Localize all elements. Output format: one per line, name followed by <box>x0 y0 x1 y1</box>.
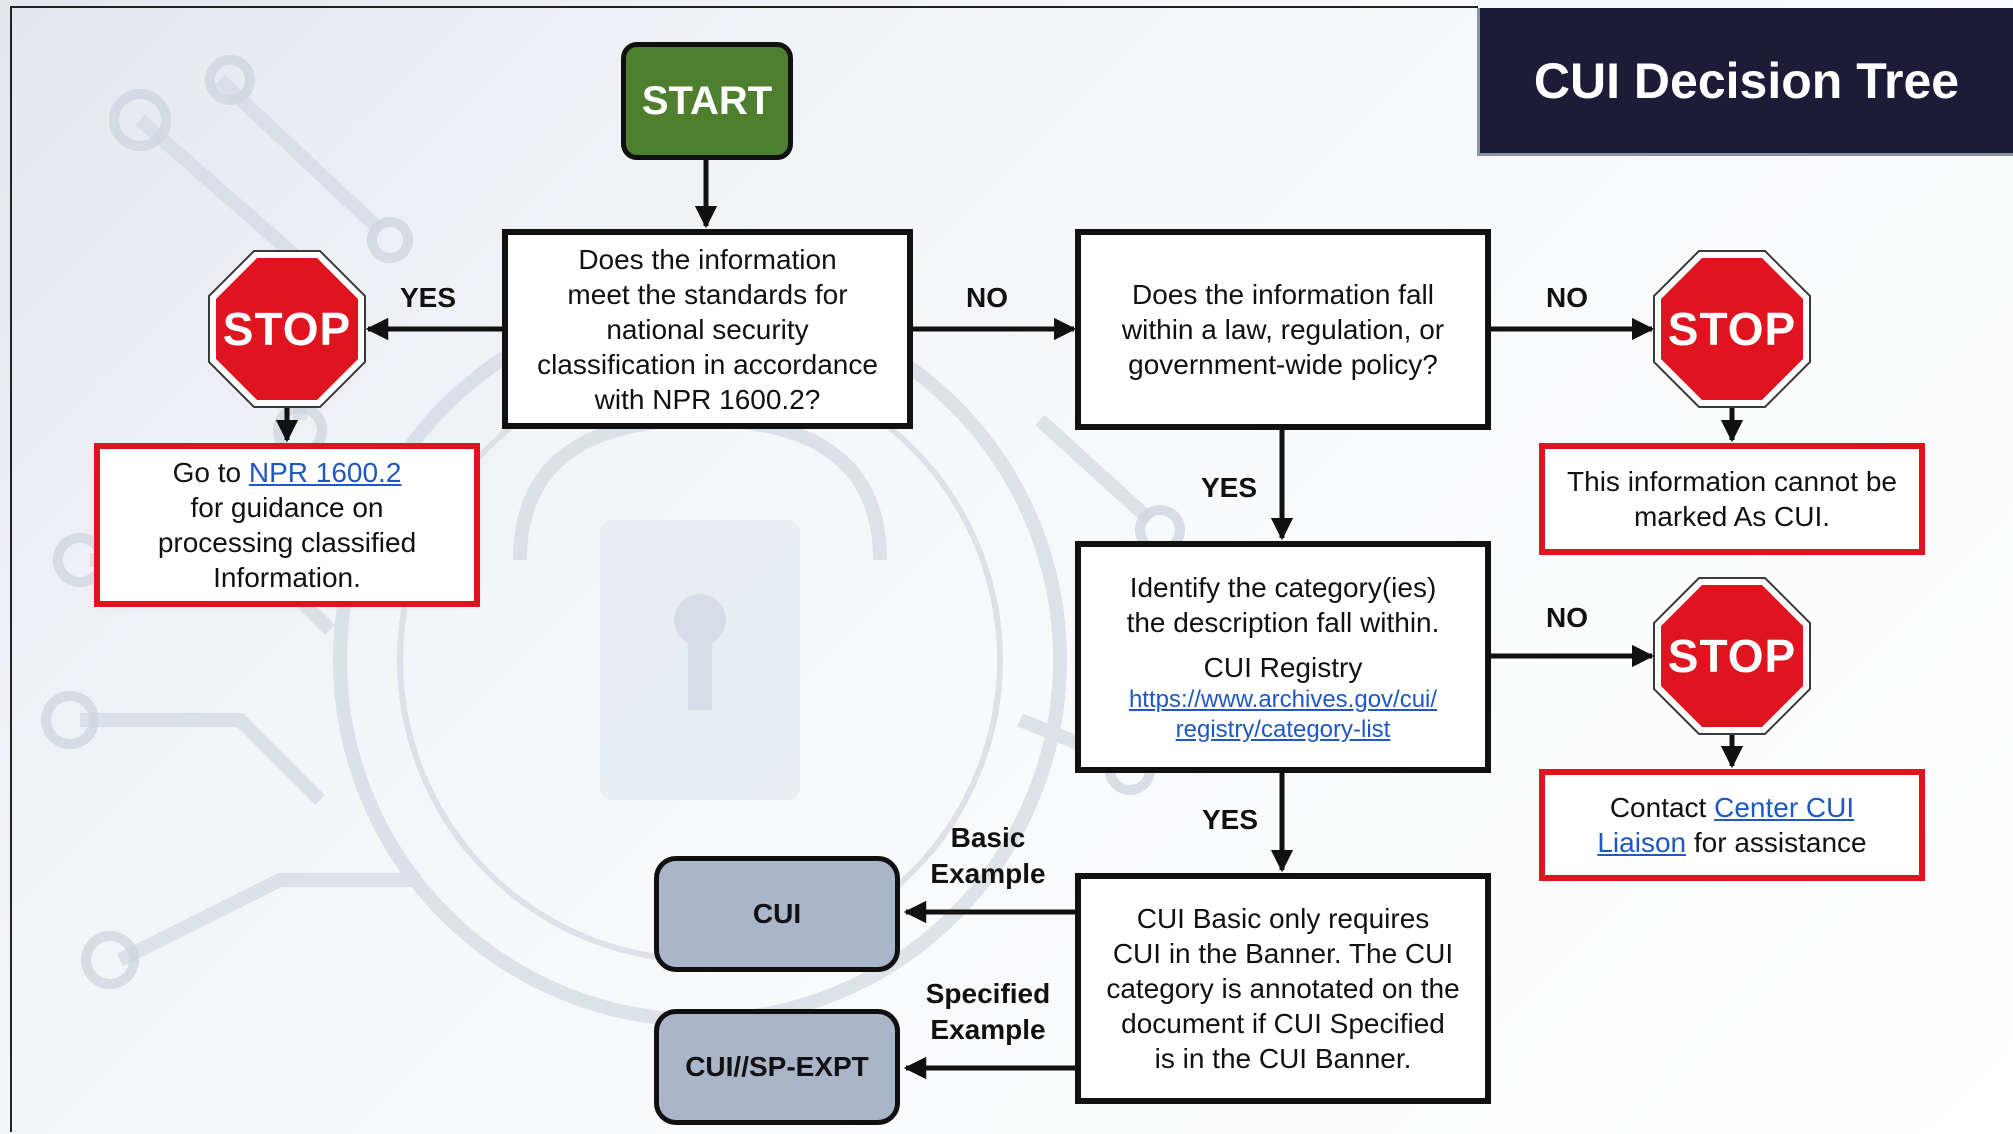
start-node: START <box>621 42 793 160</box>
edge-label-no-category: NO <box>1546 602 1588 633</box>
stop-sign-not-law: STOP <box>1652 249 1812 409</box>
question-line: with NPR 1600.2? <box>594 383 821 415</box>
question-law-regulation: Does the information fall within a law, … <box>1075 229 1491 430</box>
stop-octagon-icon <box>1653 577 1811 735</box>
npr-prefix: Go to <box>172 457 249 488</box>
cui-registry-link[interactable]: https://www.archives.gov/cui/ <box>1128 685 1438 713</box>
title-banner: CUI Decision Tree <box>1477 8 2013 156</box>
npr-line: for guidance on <box>190 492 384 523</box>
not-cui-line: This information cannot be <box>1567 466 1897 497</box>
center-cui-liaison-link[interactable]: Center CUI <box>1714 792 1855 823</box>
identify-category-box: Identify the category(ies) the descripti… <box>1075 541 1491 773</box>
contact-suffix: for assistance <box>1686 827 1867 858</box>
contact-second-line: Liaison for assistance <box>1597 825 1866 860</box>
cui-registry-link[interactable]: registry/category-list <box>1175 715 1391 743</box>
edge-label-yes-category: YES <box>1202 804 1259 835</box>
category-line: Identify the category(ies) <box>1129 571 1437 603</box>
contact-first-line: Contact Center CUI <box>1610 790 1854 825</box>
page-title: CUI Decision Tree <box>1533 52 1960 109</box>
stop-label: STOP <box>1667 630 1797 682</box>
slide-top-border <box>10 6 1478 8</box>
specified-label-line: Example <box>930 1014 1046 1045</box>
question-line: classification in accordance <box>537 348 878 380</box>
cui-outcome-label: CUI <box>752 898 802 929</box>
stop-sign-no-category: STOP <box>1652 576 1812 736</box>
npr-line: processing classified <box>157 527 417 558</box>
cui-sp-expt-outcome: CUI//SP-EXPT <box>654 1009 900 1125</box>
info-line: category is annotated on the <box>1106 973 1460 1004</box>
info-line: document if CUI Specified <box>1121 1008 1445 1039</box>
edge-label-specified-example: Specified Example <box>918 976 1058 1048</box>
stop-octagon-icon <box>1653 250 1811 408</box>
edge-label-basic-example: Basic Example <box>918 820 1058 892</box>
not-cui-box: This information cannot be marked As CUI… <box>1539 443 1925 555</box>
not-cui-line: marked As CUI. <box>1633 501 1831 532</box>
question-line: national security <box>606 313 809 345</box>
slide-left-border <box>10 6 12 1132</box>
edge-label-yes-law: YES <box>1201 472 1258 503</box>
question-line: Does the information <box>578 243 837 275</box>
stop-label: STOP <box>222 303 352 355</box>
edge-label-no-law: NO <box>1546 282 1588 313</box>
info-line: is in the CUI Banner. <box>1154 1043 1412 1074</box>
category-line: the description fall within. <box>1126 606 1440 638</box>
cui-outcome: CUI <box>654 856 900 972</box>
edge-label-no-classified: NO <box>966 282 1008 313</box>
question-line: government-wide policy? <box>1128 349 1438 380</box>
stop-sign-classified: STOP <box>207 249 367 409</box>
question-classified: Does the information meet the standards … <box>502 229 913 429</box>
question-line: meet the standards for <box>567 278 848 310</box>
edge-label-yes-classified: YES <box>400 282 457 313</box>
contact-liaison-box: Contact Center CUI Liaison for assistanc… <box>1539 769 1925 881</box>
npr-first-line: Go to NPR 1600.2 <box>173 455 402 490</box>
specified-label-line: Specified <box>925 978 1051 1009</box>
info-line: CUI Basic only requires <box>1136 903 1430 934</box>
stop-octagon-icon <box>208 250 366 408</box>
question-line: within a law, regulation, or <box>1121 314 1445 345</box>
basic-label-line: Basic <box>950 822 1026 853</box>
npr-guidance-box: Go to NPR 1600.2 for guidance on process… <box>94 443 480 607</box>
basic-label-line: Example <box>930 858 1046 889</box>
npr-line: Information. <box>213 562 361 593</box>
start-label: START <box>641 78 773 123</box>
cui-basic-info-box: CUI Basic only requires CUI in the Banne… <box>1075 873 1491 1104</box>
stop-label: STOP <box>1667 303 1797 355</box>
npr-1600-link[interactable]: NPR 1600.2 <box>248 457 402 488</box>
center-cui-liaison-link[interactable]: Liaison <box>1597 827 1687 858</box>
question-line: Does the information fall <box>1132 279 1434 310</box>
registry-label: CUI Registry <box>1203 651 1363 683</box>
info-line: CUI in the Banner. The CUI <box>1112 938 1454 969</box>
cui-sp-expt-label: CUI//SP-EXPT <box>685 1051 869 1082</box>
contact-prefix: Contact <box>1609 792 1715 823</box>
